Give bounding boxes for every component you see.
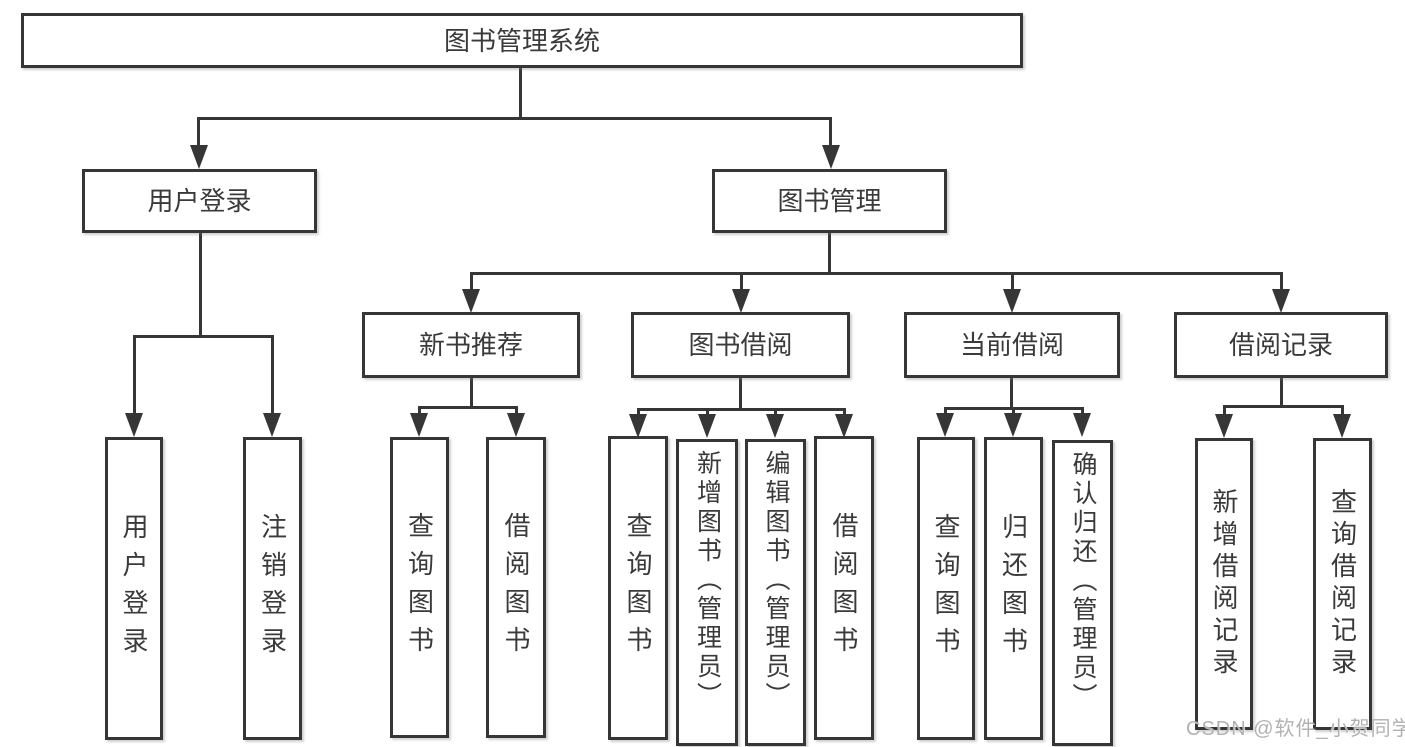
connector-line bbox=[1010, 376, 1013, 407]
arrowhead-icon bbox=[263, 413, 281, 437]
node-borrowing-records: 借阅记录 bbox=[1174, 312, 1388, 378]
connector-line bbox=[774, 408, 777, 414]
connector-line bbox=[470, 376, 473, 406]
node-new-book-recommend: 新书推荐 bbox=[362, 312, 580, 378]
node-new-book-recommend-label: 新书推荐 bbox=[418, 330, 523, 360]
leaf-user-login: 用户登录 bbox=[105, 437, 163, 740]
leaf-borrow-books-recommend-label: 借阅图书 bbox=[501, 511, 531, 664]
connector-line bbox=[197, 117, 832, 120]
leaf-add-books-admin-label: 新增图书（管理员） bbox=[693, 450, 722, 711]
leaf-query-books-recommend-label: 查询图书 bbox=[404, 511, 435, 664]
node-book-borrowing-label: 图书借阅 bbox=[688, 330, 793, 360]
arrowhead-icon bbox=[1073, 413, 1091, 437]
leaf-query-borrow-record-label: 查询借阅记录 bbox=[1327, 488, 1358, 680]
arrowhead-icon bbox=[822, 145, 840, 169]
connector-line bbox=[1223, 405, 1344, 408]
arrowhead-icon bbox=[629, 414, 647, 438]
csdn-watermark: CSDN @软件_小贺同学 bbox=[1186, 718, 1405, 740]
node-current-borrowing: 当前借阅 bbox=[904, 312, 1120, 378]
node-borrowing-records-label: 借阅记录 bbox=[1228, 330, 1333, 360]
leaf-edit-books-admin: 编辑图书（管理员） bbox=[745, 439, 806, 746]
leaf-query-borrow-record: 查询借阅记录 bbox=[1313, 438, 1372, 730]
connector-line bbox=[197, 117, 200, 147]
node-root-label: 图书管理系统 bbox=[443, 25, 600, 56]
leaf-edit-books-admin-label: 编辑图书（管理员） bbox=[762, 450, 790, 711]
arrowhead-icon bbox=[1333, 414, 1351, 438]
node-root: 图书管理系统 bbox=[21, 13, 1023, 68]
arrowhead-icon bbox=[410, 413, 428, 437]
connector-line bbox=[1223, 405, 1226, 414]
arrowhead-icon bbox=[936, 413, 954, 437]
leaf-query-books-recommend: 查询图书 bbox=[390, 437, 449, 738]
connector-line bbox=[519, 66, 522, 117]
connector-line bbox=[1280, 272, 1283, 290]
connector-line bbox=[706, 408, 709, 414]
arrowhead-icon bbox=[1272, 289, 1290, 313]
node-book-borrowing: 图书借阅 bbox=[631, 312, 850, 378]
connector-line bbox=[637, 408, 846, 411]
connector-line bbox=[637, 408, 640, 414]
leaf-borrow-books-recommend: 借阅图书 bbox=[486, 437, 546, 738]
connector-line bbox=[470, 272, 473, 290]
connector-line bbox=[418, 406, 518, 409]
connector-line bbox=[1012, 407, 1015, 413]
connector-line bbox=[418, 406, 421, 414]
connector-line bbox=[843, 408, 846, 414]
connector-line bbox=[199, 231, 202, 335]
leaf-borrow-books-borrowing: 借阅图书 bbox=[814, 436, 874, 740]
arrowhead-icon bbox=[766, 414, 784, 438]
node-user-login-label: 用户登录 bbox=[147, 186, 252, 216]
leaf-confirm-return-admin: 确认归还（管理员） bbox=[1052, 440, 1113, 746]
connector-line bbox=[271, 335, 274, 415]
arrowhead-icon bbox=[835, 414, 853, 438]
leaf-query-books-current: 查询图书 bbox=[917, 437, 975, 740]
connector-line bbox=[470, 272, 1283, 275]
node-book-management-label: 图书管理 bbox=[777, 186, 882, 216]
connector-line bbox=[515, 406, 518, 414]
arrowhead-icon bbox=[507, 413, 525, 437]
connector-line bbox=[1011, 272, 1014, 290]
leaf-logout-label: 注销登录 bbox=[257, 512, 288, 665]
leaf-add-borrow-record: 新增借阅记录 bbox=[1195, 438, 1253, 730]
connector-line bbox=[1341, 405, 1344, 414]
leaf-return-books: 归还图书 bbox=[984, 437, 1043, 740]
leaf-query-books-borrowing-label: 查询图书 bbox=[623, 512, 653, 664]
node-book-management: 图书管理 bbox=[712, 169, 947, 233]
arrowhead-icon bbox=[1215, 414, 1233, 438]
leaf-add-borrow-record-label: 新增借阅记录 bbox=[1209, 488, 1239, 680]
arrowhead-icon bbox=[698, 414, 716, 438]
connector-line bbox=[133, 335, 136, 415]
connector-line bbox=[133, 335, 274, 338]
connector-line bbox=[740, 272, 743, 290]
arrowhead-icon bbox=[732, 289, 750, 313]
connector-line bbox=[944, 407, 947, 413]
leaf-confirm-return-admin-label: 确认归还（管理员） bbox=[1069, 451, 1097, 712]
connector-line bbox=[828, 231, 831, 272]
arrowhead-icon bbox=[125, 413, 143, 437]
connector-line bbox=[739, 376, 742, 408]
leaf-add-books-admin: 新增图书（管理员） bbox=[676, 439, 738, 746]
connector-line bbox=[1081, 407, 1084, 413]
leaf-query-books-borrowing: 查询图书 bbox=[608, 436, 668, 740]
leaf-logout: 注销登录 bbox=[243, 437, 302, 740]
node-current-borrowing-label: 当前借阅 bbox=[959, 330, 1064, 360]
arrowhead-icon bbox=[1004, 413, 1022, 437]
arrowhead-icon bbox=[462, 289, 480, 313]
arrowhead-icon bbox=[1003, 289, 1021, 313]
leaf-query-books-current-label: 查询图书 bbox=[931, 512, 961, 665]
connector-line bbox=[829, 117, 832, 147]
connector-line bbox=[1280, 376, 1283, 405]
leaf-user-login-label: 用户登录 bbox=[119, 512, 149, 665]
node-user-login: 用户登录 bbox=[82, 169, 317, 233]
leaf-return-books-label: 归还图书 bbox=[998, 512, 1029, 665]
arrowhead-icon bbox=[190, 145, 208, 169]
leaf-borrow-books-borrowing-label: 借阅图书 bbox=[829, 512, 859, 664]
